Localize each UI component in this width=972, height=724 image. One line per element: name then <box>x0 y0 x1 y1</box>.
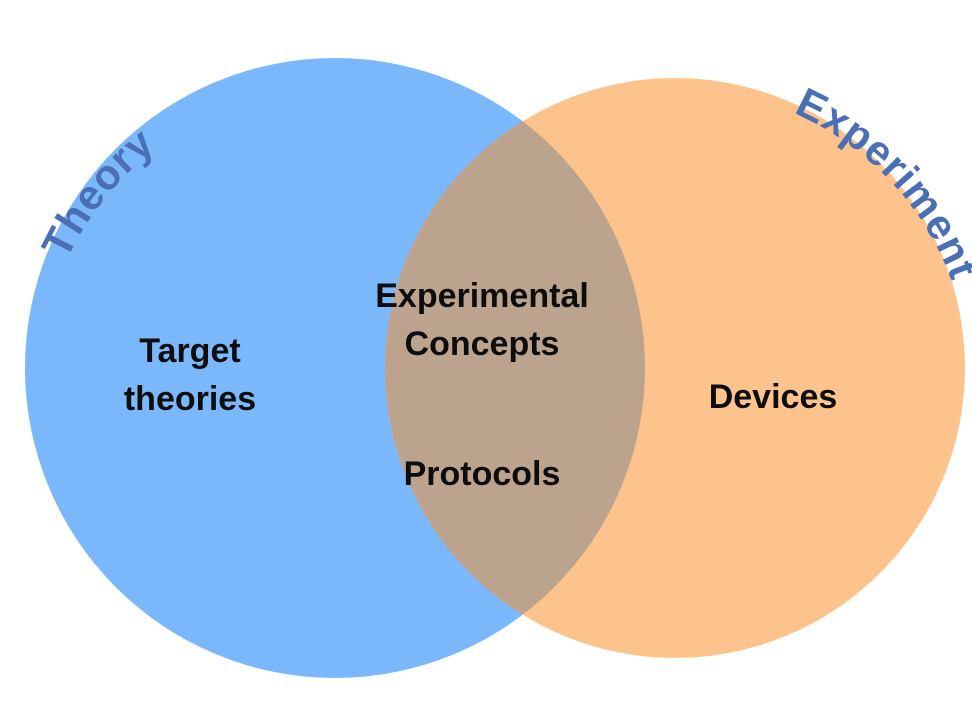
overlap-region <box>385 78 645 658</box>
overlap-label-line-1: Experimental <box>375 277 589 315</box>
overlap-region-labels: Experimental Concepts Protocols <box>375 277 589 493</box>
overlap-label-line-3: Protocols <box>404 455 561 493</box>
experiment-only-region-labels: Devices <box>709 378 838 416</box>
experiment-only-label-line-1: Devices <box>709 378 838 416</box>
theory-only-region-labels: Target theories <box>124 332 256 418</box>
theory-only-label-line-1: Target <box>139 332 240 370</box>
theory-only-label-line-2: theories <box>124 380 256 418</box>
overlap-label-line-2: Concepts <box>405 325 560 363</box>
